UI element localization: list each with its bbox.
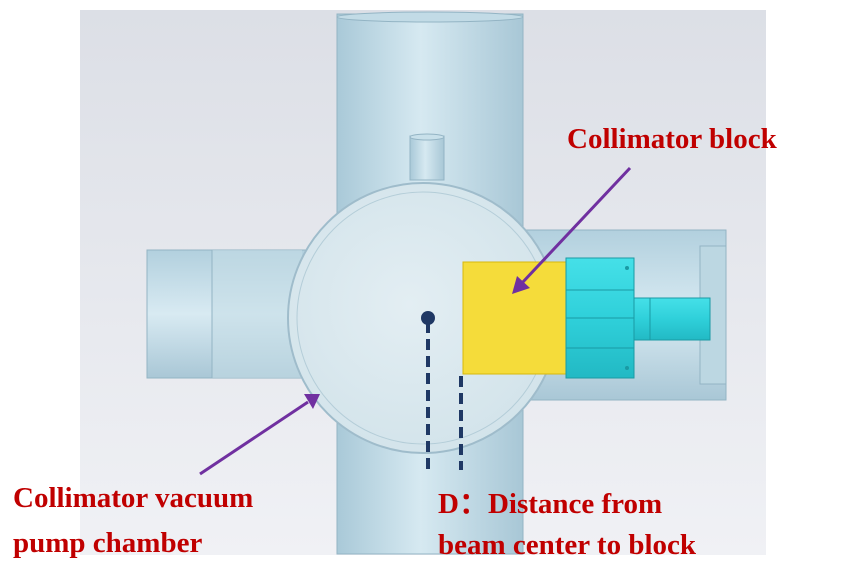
beam-center-marker bbox=[421, 311, 435, 325]
top-port-rim bbox=[409, 133, 445, 141]
chamber-label-line1: Collimator vacuum bbox=[13, 482, 254, 514]
chamber-arrow-shaft bbox=[199, 400, 309, 476]
block-arrow-shaft bbox=[520, 166, 632, 285]
collimator-block-label: Collimator block bbox=[567, 123, 777, 155]
top-port bbox=[409, 135, 445, 181]
actuator-shaft bbox=[633, 297, 711, 341]
flange-bolt-top bbox=[625, 266, 629, 270]
distance-label-line2: beam center to block bbox=[438, 529, 696, 561]
flange-bolt-bottom bbox=[625, 366, 629, 370]
chamber-label-line2: pump chamber bbox=[13, 527, 203, 559]
distance-label-line1: D：Distance from bbox=[438, 488, 663, 520]
left-pipe-collar bbox=[212, 250, 302, 378]
vertical-pipe-top-rim bbox=[336, 11, 524, 23]
collimator-block bbox=[462, 261, 570, 375]
chamber-arrow-head bbox=[304, 394, 320, 409]
block-arrow-head bbox=[512, 276, 530, 294]
